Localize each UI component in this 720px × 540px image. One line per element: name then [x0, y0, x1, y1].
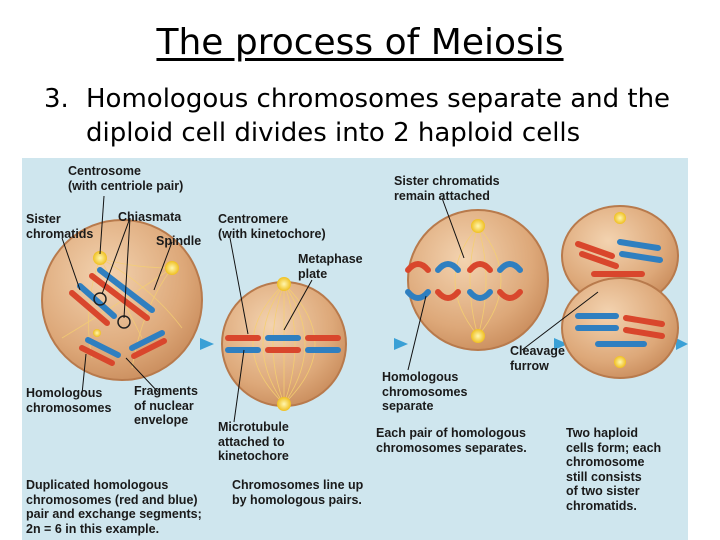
stage-arrow-4	[676, 338, 688, 350]
meiosis-illustration	[22, 158, 688, 540]
label-chromosomes-line-up: Chromosomes line up by homologous pairs.	[232, 478, 364, 507]
label-fragments-nuclear-envelope: Fragments of nuclear envelope	[134, 384, 198, 427]
label-sister-remain-attached: Sister chromatids remain attached	[394, 174, 500, 203]
label-centrosome: Centrosome (with centriole pair)	[68, 164, 184, 193]
label-cleavage-furrow: Cleavage furrow	[510, 344, 565, 373]
label-chiasmata: Chiasmata	[118, 210, 182, 224]
stage-arrow-2	[394, 338, 408, 350]
label-duplicated-homologous: Duplicated homologous chromosomes (red a…	[26, 478, 202, 536]
label-microtubule: Microtubule attached to kinetochore	[218, 420, 289, 463]
label-homologous-separate: Homologous chromosomes separate	[382, 370, 468, 413]
label-sister-chromatids: Sister chromatids	[26, 212, 94, 241]
stage-arrow-1	[200, 338, 214, 350]
cell-metaphase	[221, 277, 347, 411]
stage-arrow-3	[554, 338, 568, 350]
label-centromere: Centromere (with kinetochore)	[218, 212, 326, 241]
label-two-haploid-cells: Two haploid cells form; each chromosome …	[566, 426, 662, 513]
label-spindle: Spindle	[156, 234, 202, 248]
slide-title: The process of Meiosis	[156, 22, 564, 63]
label-homologous-chromosomes: Homologous chromosomes	[26, 386, 112, 415]
bullet-text: Homologous chromosomes separate and the …	[86, 84, 671, 148]
meiosis-figure: Centrosome (with centriole pair) Sister …	[22, 158, 688, 540]
pointer-lines	[61, 195, 599, 423]
bullet-number: 3.	[44, 84, 69, 114]
label-metaphase-plate: Metaphase plate	[298, 252, 363, 281]
cell-telophase	[561, 205, 679, 379]
bullet-point: 3. Homologous chromosomes separate and t…	[44, 82, 684, 150]
cell-anaphase	[405, 209, 549, 351]
label-each-pair-separates: Each pair of homologous chromosomes sepa…	[376, 426, 527, 455]
